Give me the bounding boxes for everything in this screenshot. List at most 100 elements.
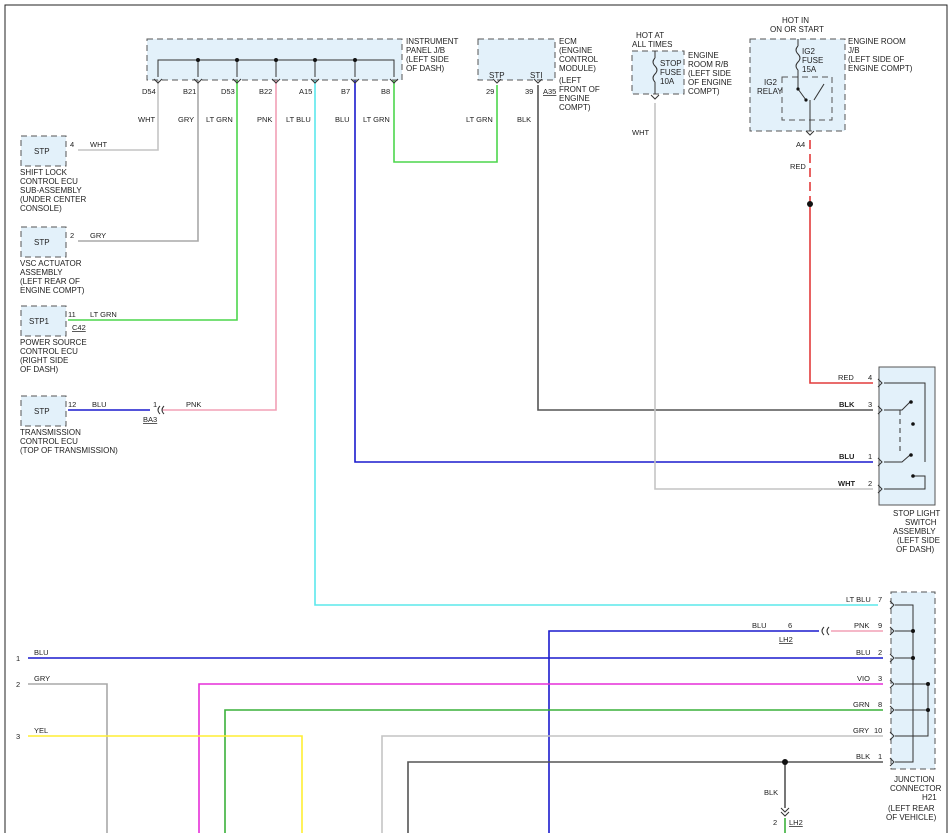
rb-hot-1: HOT AT (636, 31, 664, 40)
ip-pin-d53: D53 (221, 87, 235, 96)
vsc-label-4: ENGINE COMPT) (20, 286, 85, 295)
wire-pnk-transmission (162, 80, 277, 411)
transmission-wire: BLU (92, 400, 107, 409)
transmission-connector: BA3 (143, 415, 157, 424)
ecm-label-7: ENGINE (559, 94, 590, 103)
jb-fuse-2: FUSE (802, 56, 823, 65)
wire-blu-lh2 (548, 630, 819, 833)
vsc-wire: GRY (90, 231, 106, 240)
wire-vio (198, 683, 883, 833)
rb-label-1: ENGINE (688, 51, 719, 60)
power-source-label-4: OF DASH) (20, 365, 59, 374)
junction-num-7: 7 (878, 595, 882, 604)
ip-pin-b21: B21 (183, 87, 196, 96)
ip-wire-ltgrn: LT GRN (206, 115, 233, 124)
power-source-label-2: CONTROL ECU (20, 347, 78, 356)
jb-label-1: ENGINE ROOM (848, 37, 906, 46)
jb-hot-2: ON OR START (770, 25, 824, 34)
rb-hot-2: ALL TIMES (632, 40, 672, 49)
jb-relay-1: IG2 (764, 78, 777, 87)
ref-num-3: 3 (16, 732, 20, 741)
junction-num-1: 1 (878, 752, 882, 761)
wire-blk-junction (407, 761, 883, 833)
instrument-panel-label-4: OF DASH) (406, 64, 445, 73)
power-source-label-1: POWER SOURCE (20, 338, 87, 347)
ref-wire-yel: YEL (34, 726, 48, 735)
ip-pin-b22: B22 (259, 87, 272, 96)
transmission-inline-pin: 1 (153, 400, 157, 409)
instrument-panel-jb: INSTRUMENT PANEL J/B (LEFT SIDE OF DASH) (146, 37, 459, 81)
wire-red-ig2 (809, 205, 873, 384)
vsc-pin: 2 (70, 231, 74, 240)
transmission-pin: 12 (68, 400, 76, 409)
junction-num-10: 10 (874, 726, 882, 735)
vsc-actuator: STP 2 GRY VSC ACTUATOR ASSEMBLY (LEFT RE… (20, 226, 106, 295)
wire-gry-junction (381, 735, 883, 833)
ip-wire-gry: GRY (178, 115, 194, 124)
ip-wire-ltblu: LT BLU (286, 115, 311, 124)
rb-fuse-2: FUSE (660, 68, 681, 77)
junction-label-3: H21 (922, 793, 937, 802)
shift-lock-label-4: (UNDER CENTER (20, 195, 86, 204)
lh2-inline-connector: BLU 6 LH2 (752, 621, 830, 644)
shift-lock-label-3: SUB-ASSEMBLY (20, 186, 82, 195)
switch-label-4: (LEFT SIDE (897, 536, 940, 545)
lh2-wire-blu: BLU (752, 621, 767, 630)
power-source-pin: 11 (68, 310, 76, 319)
wire-wht-engine-rb (654, 103, 873, 490)
transmission-label-3: (TOP OF TRANSMISSION) (20, 446, 118, 455)
transmission-label-2: CONTROL ECU (20, 437, 78, 446)
junction-wire-grn: GRN (853, 700, 870, 709)
wire-ltblu-a15 (314, 80, 878, 606)
switch-wire-red: RED (838, 373, 854, 382)
left-references: 1 BLU 2 GRY 3 YEL (16, 648, 50, 741)
lh2-pin-6: 6 (788, 621, 792, 630)
switch-label-1: STOP LIGHT (893, 509, 940, 518)
ip-pin-d54: D54 (142, 87, 156, 96)
junction-wire-pnk: PNK (854, 621, 869, 630)
junction-wire-blu: BLU (856, 648, 871, 657)
ip-wire-ltgrn-b8: LT GRN (363, 115, 390, 124)
ecm-wire-blk: BLK (517, 115, 531, 124)
ground-wire-blk: BLK (764, 788, 778, 797)
junction-wire-ltblu: LT BLU (846, 595, 871, 604)
ecm-label-8: COMPT) (559, 103, 591, 112)
ref-num-2: 2 (16, 680, 20, 689)
jb-label-3: (LEFT SIDE OF (848, 55, 904, 64)
switch-label-3: ASSEMBLY (893, 527, 936, 536)
power-source-box-label: STP1 (29, 317, 50, 326)
ecm-label-1: ECM (559, 37, 577, 46)
instrument-panel-label-1: INSTRUMENT (406, 37, 459, 46)
vsc-box-label: STP (34, 238, 50, 247)
junction-label-1: JUNCTION (894, 775, 935, 784)
rb-label-4: OF ENGINE (688, 78, 732, 87)
switch-num-1: 1 (868, 452, 872, 461)
jb-relay-2: RELAY (757, 87, 783, 96)
junction-wire-gry: GRY (853, 726, 869, 735)
shift-lock-pin: 4 (70, 140, 74, 149)
power-source-ecu: STP1 11 LT GRN C42 POWER SOURCE CONTROL … (20, 305, 117, 374)
ref-wire-blu: BLU (34, 648, 49, 657)
switch-num-4: 4 (868, 373, 872, 382)
power-source-label-3: (RIGHT SIDE (20, 356, 68, 365)
shift-lock-label-2: CONTROL ECU (20, 177, 78, 186)
rb-label-5: COMPT) (688, 87, 720, 96)
ref-wire-gry: GRY (34, 674, 50, 683)
shift-lock-box-label: STP (34, 147, 50, 156)
diagram-border (4, 4, 948, 833)
switch-num-3: 3 (868, 400, 872, 409)
ecm-label-6: FRONT OF (559, 85, 600, 94)
transmission-ecu: STP 12 BLU 1 PNK BA3 TRANSMISSION CONTRO… (20, 395, 201, 455)
switch-num-2: 2 (868, 479, 872, 488)
ecm-label-4: MODULE) (559, 64, 596, 73)
ip-pin-a15: A15 (299, 87, 312, 96)
rb-fuse-1: STOP (660, 59, 682, 68)
stop-light-switch: RED 4 BLK 3 BLU 1 WHT 2 STOP LIGHT SWITC… (838, 366, 940, 554)
junction-label-4: (LEFT REAR (888, 804, 935, 813)
transmission-label-1: TRANSMISSION (20, 428, 81, 437)
splice-red (807, 201, 813, 207)
power-source-connector: C42 (72, 323, 86, 332)
vsc-label-2: ASSEMBLY (20, 268, 63, 277)
ground-connector-label: LH2 (789, 818, 803, 827)
power-source-wire: LT GRN (90, 310, 117, 319)
